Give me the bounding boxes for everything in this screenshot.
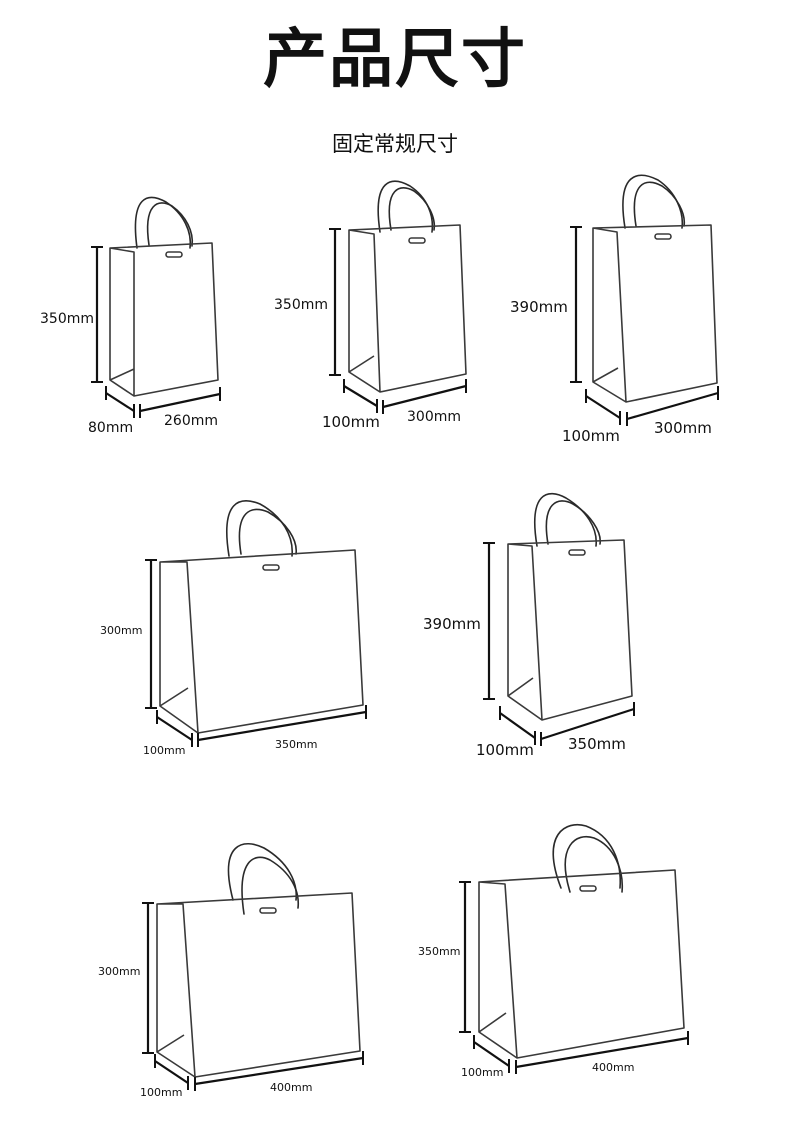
bag-5-depth-label: 100mm — [476, 741, 534, 759]
bag-7-drawing — [478, 824, 685, 1059]
bag-2-outline — [348, 224, 467, 393]
bag-1-drawing — [109, 196, 219, 397]
bag-1-depth-line — [105, 392, 135, 412]
bag-4-handle-hole — [262, 564, 280, 571]
bag-7-depth-label: 100mm — [461, 1066, 503, 1079]
bag-7-width-line — [515, 1036, 689, 1069]
bag-2-handle-back — [388, 187, 436, 231]
bag-1-handle-back — [146, 202, 194, 247]
bag-3-outline — [592, 224, 718, 403]
bag-5: 390mm 100mm 350mm — [423, 492, 635, 759]
bag-2-depth-label: 100mm — [322, 413, 380, 431]
bag-1-height-label: 350mm — [40, 311, 94, 327]
bag-2: 350mm 100mm 300mm — [274, 180, 467, 431]
bag-4-height-label: 300mm — [100, 624, 142, 637]
bag-2-height-label: 350mm — [274, 297, 328, 313]
bag-5-outline — [507, 539, 633, 721]
bag-1-outline — [109, 242, 219, 397]
bag-3-handle-back — [633, 181, 686, 227]
bag-2-handle-hole — [408, 237, 426, 244]
bag-6-height-label: 300mm — [98, 965, 140, 978]
bag-4-drawing — [159, 500, 364, 734]
bag-6-handle-hole — [259, 907, 277, 914]
bag-5-width-line — [540, 707, 635, 741]
page-title: 产品尺寸 — [263, 23, 527, 97]
bag-4-depth-line — [156, 716, 193, 741]
bag-6-handle-back — [241, 856, 299, 915]
bag-1-handle — [134, 196, 192, 249]
bag-2-drawing — [348, 180, 467, 393]
bag-3-height-label: 390mm — [510, 298, 568, 316]
bag-1-depth-label: 80mm — [88, 420, 133, 436]
bag-6-width-line — [194, 1056, 364, 1086]
bag-4-handle — [226, 500, 293, 557]
bag-2-width-label: 300mm — [407, 409, 461, 425]
bag-6-width-label: 400mm — [270, 1081, 312, 1094]
bag-5-handle — [534, 492, 597, 547]
bag-3-handle-hole — [654, 233, 672, 240]
page-subtitle: 固定常规尺寸 — [332, 132, 458, 156]
bag-1: 350mm 80mm 260mm — [40, 196, 221, 436]
bag-3-depth-label: 100mm — [562, 427, 620, 445]
bag-7-handle-hole — [579, 885, 597, 892]
bag-2-width-line — [382, 384, 467, 409]
bag-4-handle-back — [238, 508, 297, 555]
bag-3-width-line — [626, 391, 719, 421]
bag-1-handle-hole — [165, 251, 183, 258]
bag-7: 350mm 100mm 400mm — [418, 824, 689, 1079]
bag-4: 300mm 100mm 350mm — [100, 500, 367, 757]
bag-7-depth-line — [473, 1041, 510, 1067]
bag-4-width-line — [197, 710, 367, 742]
bag-4-outline — [159, 549, 364, 734]
bag-6-handle — [227, 842, 298, 901]
bag-6-drawing — [156, 842, 361, 1078]
bag-7-width-label: 400mm — [592, 1061, 634, 1074]
bag-5-handle-hole — [568, 549, 586, 556]
bag-1-width-line — [139, 392, 221, 413]
bag-5-handle-back — [545, 500, 601, 545]
bag-7-handle — [552, 824, 622, 889]
bag-3: 390mm 100mm 300mm — [510, 174, 719, 445]
bag-3-width-label: 300mm — [654, 419, 712, 437]
bag-3-handle — [622, 174, 684, 229]
bag-4-depth-label: 100mm — [143, 744, 185, 757]
bag-6: 300mm 100mm 400mm — [98, 842, 364, 1099]
bag-7-handle-back — [564, 836, 624, 893]
bag-5-drawing — [507, 492, 633, 721]
bag-3-drawing — [592, 174, 718, 403]
bag-7-outline — [478, 869, 685, 1059]
bag-3-depth-line — [585, 395, 621, 419]
bag-4-width-label: 350mm — [275, 738, 317, 751]
bag-5-depth-line — [499, 712, 536, 739]
bag-7-height-label: 350mm — [418, 945, 460, 958]
bag-6-outline — [156, 892, 361, 1078]
bag-2-depth-line — [343, 385, 378, 407]
bag-6-depth-line — [154, 1060, 189, 1084]
bag-5-height-label: 390mm — [423, 615, 481, 633]
bag-1-width-label: 260mm — [164, 413, 218, 429]
bag-5-width-label: 350mm — [568, 735, 626, 753]
bag-2-handle — [377, 180, 434, 233]
bag-6-depth-label: 100mm — [140, 1086, 182, 1099]
